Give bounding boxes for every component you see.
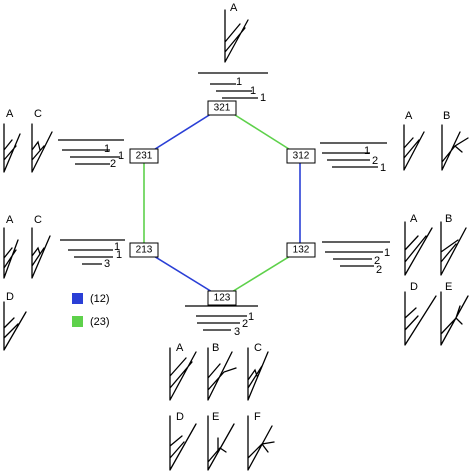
node-123: 123	[207, 290, 237, 306]
stack-upper-left-label-3: 2	[110, 158, 116, 170]
legend-label-12: (12)	[90, 293, 110, 305]
node-231: 231	[129, 148, 159, 164]
tree-upper-right-a-label: A	[405, 110, 413, 122]
stack-upper-left: 1 1 2	[58, 139, 124, 170]
stack-top-label-1: 1	[236, 76, 242, 88]
legend-label-23: (23)	[90, 316, 110, 328]
tree-lower-right-b-label: B	[445, 213, 452, 225]
tree-upper-left-c: C	[31, 108, 53, 173]
tree-lower-right-d-label: D	[410, 281, 418, 293]
node-213: 213	[129, 242, 159, 258]
edge-132-123	[221, 249, 301, 299]
legend: (12) (23)	[72, 293, 110, 328]
node-123-label: 123	[214, 293, 231, 304]
stack-top-label-3: 1	[260, 92, 266, 104]
stack-upper-right-label-1: 1	[364, 145, 370, 157]
node-132-label: 132	[293, 245, 310, 256]
tree-lower-right-a: A	[404, 213, 433, 276]
stack-lower-left-label-2: 1	[116, 249, 122, 261]
tree-bottom-e-label: E	[212, 411, 219, 423]
tree-lower-left-a: A	[3, 214, 19, 279]
tree-bottom-a-label: A	[176, 342, 184, 354]
stack-lower-right-label-1: 1	[384, 247, 390, 259]
stack-bottom: 1 2 3	[185, 305, 258, 338]
node-312-label: 312	[293, 151, 310, 162]
tree-lower-left-a-label: A	[6, 214, 14, 226]
legend-swatch-23	[72, 316, 83, 327]
edge-123-213	[143, 249, 223, 299]
tree-bottom-d: D	[169, 411, 197, 471]
tree-bottom-b-label: B	[212, 342, 219, 354]
legend-swatch-12	[72, 293, 83, 304]
tree-bottom-c-label: C	[254, 342, 262, 354]
tree-upper-left-a-label: A	[6, 108, 14, 120]
stack-lower-right-label-2: 2	[374, 255, 380, 267]
stack-upper-right: 1 2 1	[320, 142, 387, 174]
stack-upper-left-label-2: 1	[118, 150, 124, 162]
stack-bottom-label-3: 3	[234, 326, 240, 338]
tree-lower-right-d: D	[404, 281, 437, 346]
stack-upper-left-label-1: 1	[104, 143, 110, 155]
tree-bottom-c: C	[247, 342, 269, 401]
tree-lower-left-c-label: C	[34, 214, 42, 226]
tree-upper-right-a: A	[403, 110, 425, 171]
node-213-label: 213	[136, 245, 153, 256]
stack-top: 1 1 1	[198, 72, 268, 104]
stack-lower-left-label-3: 3	[104, 258, 110, 270]
tree-upper-left-a: A	[3, 108, 21, 173]
node-312: 312	[286, 148, 316, 164]
tree-lower-left-c: C	[31, 214, 51, 279]
tree-bottom-f-label: F	[254, 411, 261, 423]
stack-bottom-label-2: 2	[242, 318, 248, 330]
stack-lower-right-label-3: 2	[376, 264, 382, 276]
tree-lower-right-e: E	[440, 281, 469, 346]
tree-lower-left-d-label: D	[6, 291, 14, 303]
stack-upper-right-label-2: 2	[372, 155, 378, 167]
node-321-label: 321	[214, 103, 231, 114]
tree-upper-right-b-label: B	[443, 110, 450, 122]
stack-top-label-2: 1	[250, 85, 256, 97]
node-321: 321	[207, 100, 237, 116]
tree-bottom-e: E	[207, 411, 235, 471]
tree-lower-left-d: D	[3, 291, 27, 351]
stack-lower-left-label-1: 1	[114, 241, 120, 253]
tree-upper-right-b: B	[441, 110, 469, 171]
stack-lower-left: 1 1 3	[60, 239, 125, 270]
tree-lower-right-e-label: E	[445, 281, 452, 293]
tree-lower-right-a-label: A	[410, 213, 418, 225]
tree-bottom-f: F	[247, 411, 275, 471]
tree-upper-left-c-label: C	[34, 108, 42, 120]
stack-bottom-label-1: 1	[248, 311, 254, 323]
stack-upper-right-label-3: 1	[380, 162, 386, 174]
node-132: 132	[286, 242, 316, 258]
tree-top-a-label: A	[230, 2, 238, 14]
node-231-label: 231	[136, 151, 153, 162]
tree-bottom-d-label: D	[176, 411, 184, 423]
tree-bottom-a: A	[169, 342, 197, 401]
tree-top-a: A	[224, 2, 249, 63]
tree-bottom-b: B	[207, 342, 237, 401]
tree-lower-right-b: B	[440, 213, 467, 276]
stack-lower-right: 1 2 2	[322, 241, 390, 276]
